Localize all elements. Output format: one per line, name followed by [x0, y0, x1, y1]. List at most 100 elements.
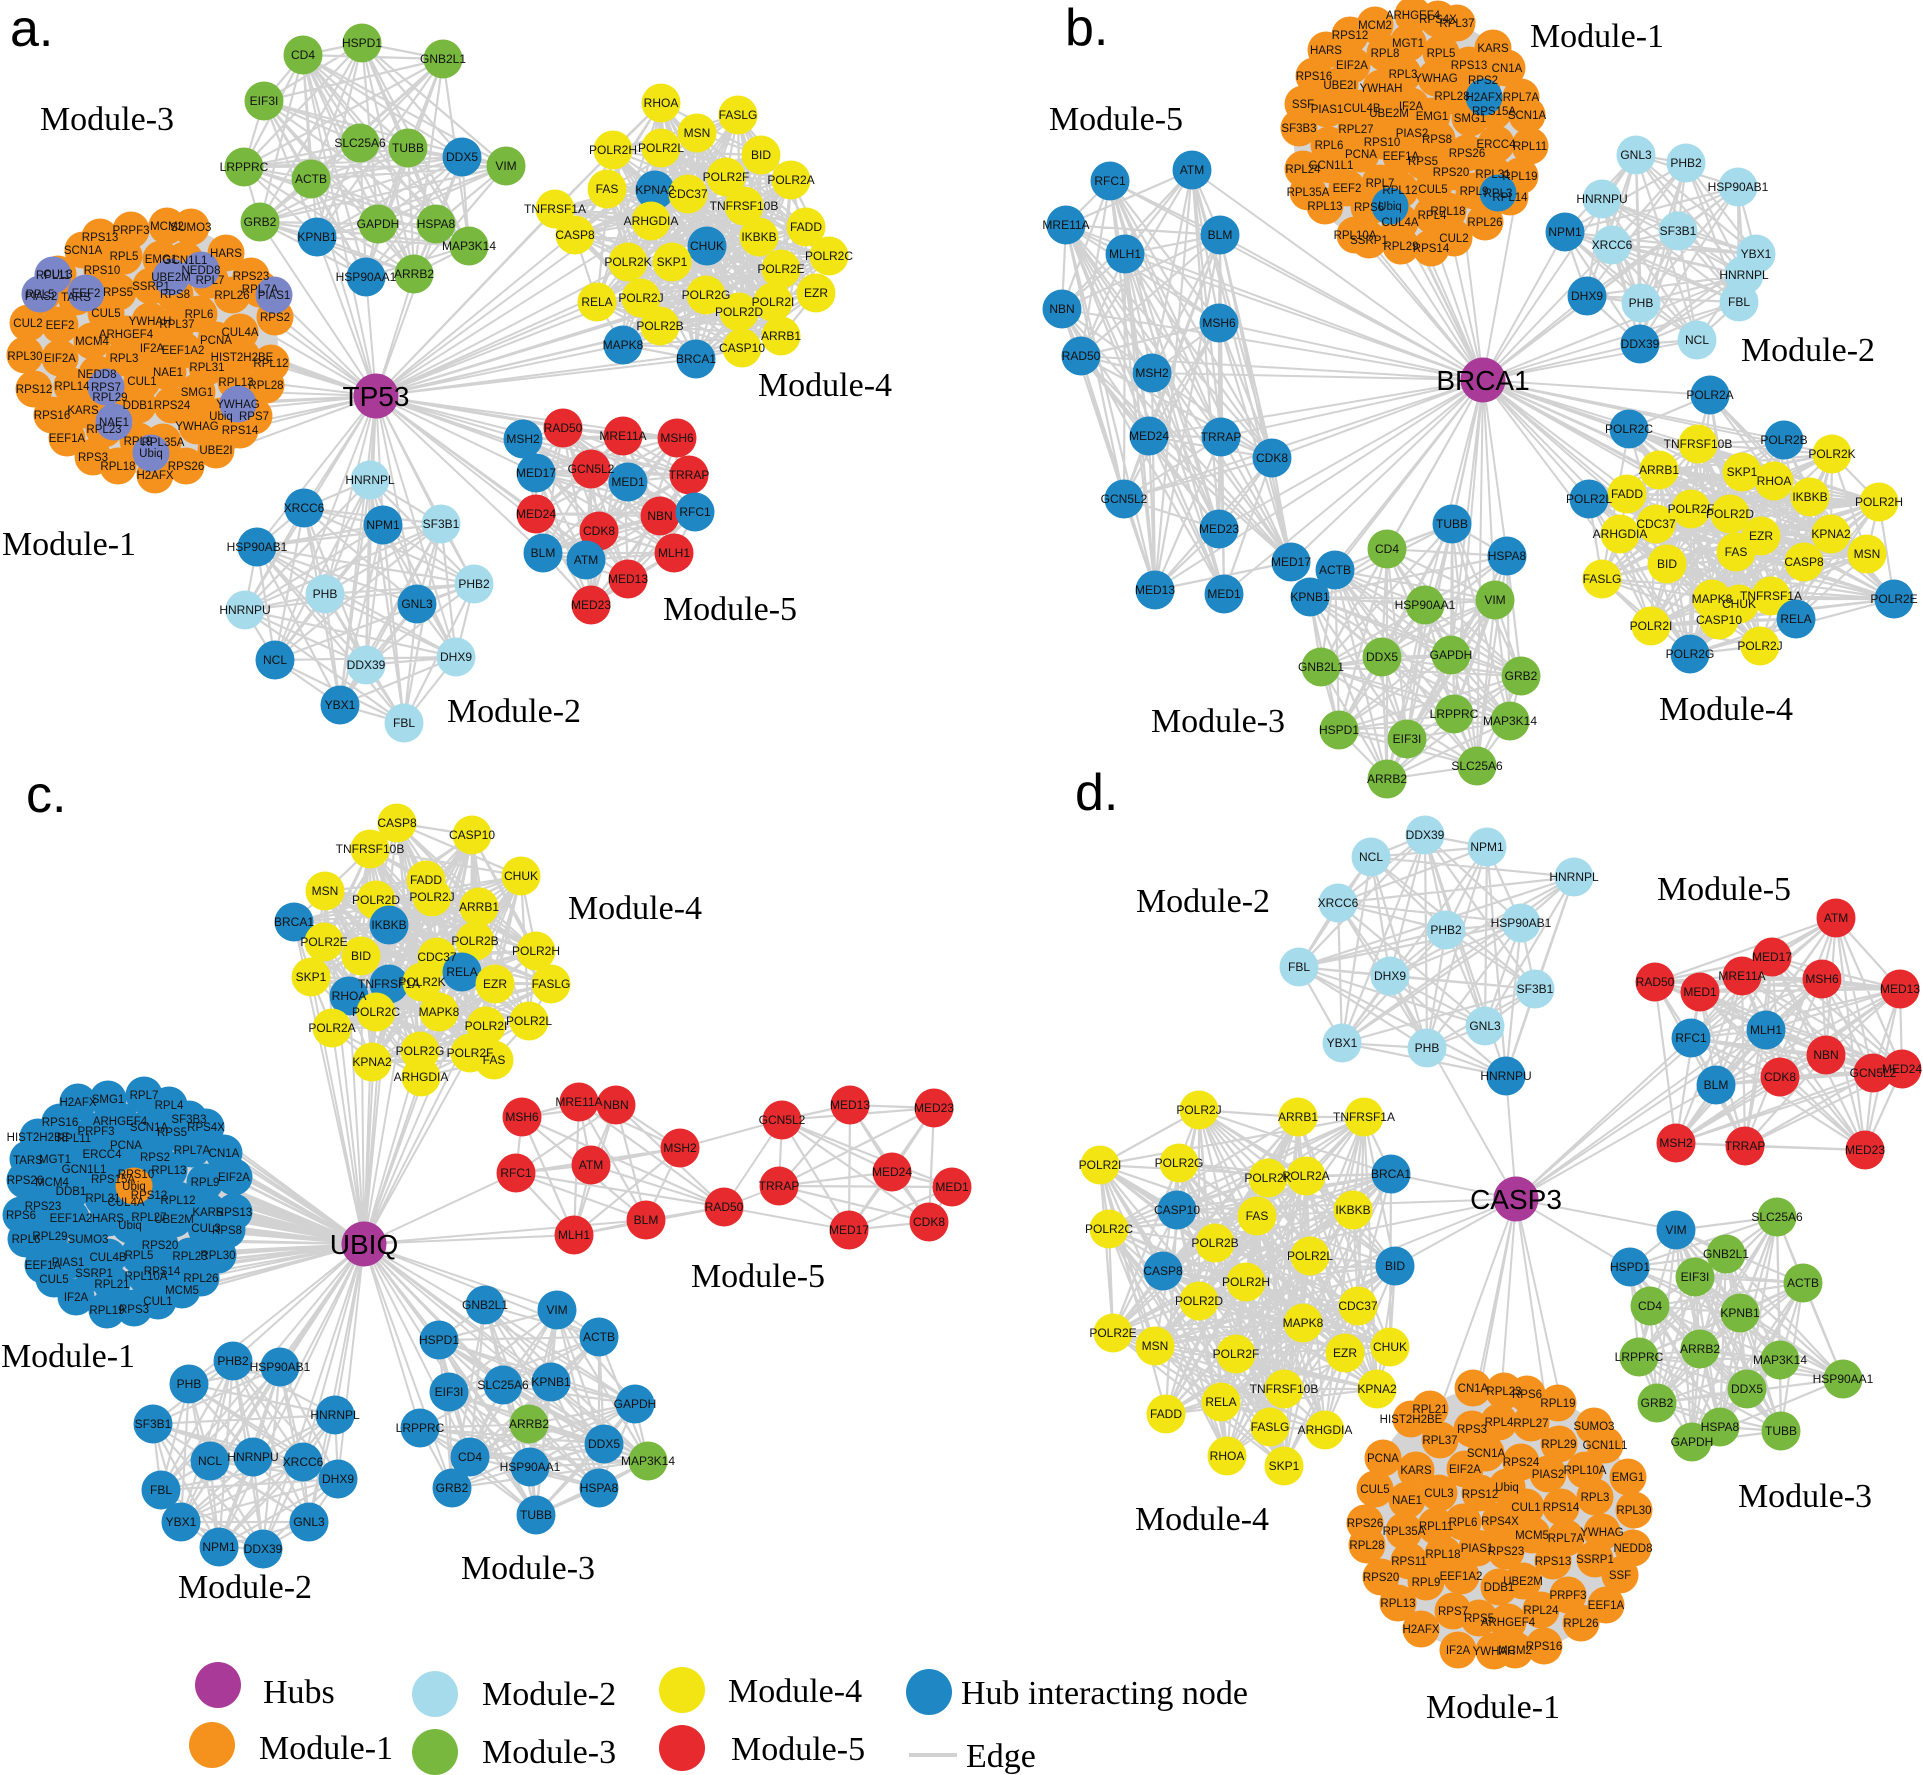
svg-text:VIM: VIM [1665, 1223, 1686, 1237]
svg-text:MCM5: MCM5 [165, 1285, 199, 1297]
svg-text:SCN1A: SCN1A [64, 245, 103, 257]
svg-text:FASLG: FASLG [719, 108, 758, 122]
svg-text:RPL11: RPL11 [1419, 1521, 1453, 1533]
svg-text:CUL3: CUL3 [1424, 1488, 1453, 1500]
svg-text:RPS6: RPS6 [1354, 202, 1384, 214]
svg-text:RPL6: RPL6 [1315, 140, 1344, 152]
svg-text:Module-4: Module-4 [758, 367, 892, 404]
svg-text:ARRB1: ARRB1 [459, 900, 499, 914]
svg-text:HARS: HARS [210, 248, 242, 260]
svg-text:FADD: FADD [1611, 487, 1643, 501]
svg-text:RPS20: RPS20 [142, 1240, 178, 1252]
svg-text:MLH1: MLH1 [558, 1228, 590, 1242]
svg-text:HSP90AB1: HSP90AB1 [1708, 180, 1769, 194]
svg-text:PIAS2: PIAS2 [1532, 1469, 1565, 1481]
svg-text:CN1A: CN1A [1458, 1383, 1489, 1395]
svg-text:SF3B3: SF3B3 [171, 1114, 206, 1126]
svg-text:CUL5: CUL5 [1418, 184, 1447, 196]
svg-text:ARHGEF4: ARHGEF4 [93, 1116, 148, 1128]
svg-text:LRPPRC: LRPPRC [220, 160, 269, 174]
svg-text:HNRNPU: HNRNPU [227, 1450, 278, 1464]
svg-text:RELA: RELA [1205, 1395, 1236, 1409]
svg-text:SSRP1: SSRP1 [75, 1268, 113, 1280]
svg-text:RPL5: RPL5 [26, 289, 55, 301]
svg-text:Module-3: Module-3 [40, 101, 174, 138]
svg-text:ARRB1: ARRB1 [1639, 463, 1679, 477]
svg-text:KPNB1: KPNB1 [1720, 1306, 1760, 1320]
svg-text:EEF2: EEF2 [72, 288, 101, 300]
svg-text:RELA: RELA [581, 295, 612, 309]
svg-text:HSPA8: HSPA8 [1488, 549, 1527, 563]
svg-text:MSH2: MSH2 [663, 1141, 697, 1155]
svg-text:EIF3I: EIF3I [1393, 732, 1422, 746]
svg-text:UBE2I: UBE2I [1323, 80, 1356, 92]
svg-text:DDX5: DDX5 [588, 1437, 620, 1451]
svg-text:H2AFX: H2AFX [1465, 92, 1502, 104]
svg-text:MED17: MED17 [1271, 555, 1311, 569]
svg-text:POLR2B: POLR2B [1760, 433, 1807, 447]
svg-text:MED24: MED24 [1129, 429, 1169, 443]
svg-text:Module-1: Module-1 [259, 1730, 393, 1767]
svg-text:RPL29: RPL29 [1541, 1439, 1576, 1451]
svg-text:POLR2G: POLR2G [682, 288, 731, 302]
svg-text:IF2A: IF2A [140, 343, 165, 355]
svg-text:RPL14: RPL14 [1492, 192, 1528, 204]
svg-text:RPL19: RPL19 [1502, 171, 1537, 183]
svg-text:RPL23: RPL23 [86, 424, 121, 436]
svg-text:EIF3I: EIF3I [1681, 1270, 1710, 1284]
svg-text:FAS: FAS [596, 182, 619, 196]
svg-text:RPS12: RPS12 [131, 1190, 167, 1202]
svg-text:RPS16: RPS16 [34, 410, 70, 422]
svg-text:MED13: MED13 [830, 1098, 870, 1112]
svg-text:UBE2M: UBE2M [154, 1214, 194, 1226]
svg-text:IF2A: IF2A [1399, 101, 1424, 113]
svg-text:ACTB: ACTB [1787, 1276, 1819, 1290]
svg-text:Ubiq: Ubiq [1378, 201, 1402, 213]
svg-text:MRE11A: MRE11A [599, 429, 646, 443]
svg-text:RPL26: RPL26 [1563, 1618, 1598, 1630]
svg-text:RELA: RELA [446, 965, 477, 979]
svg-text:UBE2M: UBE2M [151, 272, 191, 284]
svg-text:RPS15A: RPS15A [91, 1174, 135, 1186]
svg-text:POLR2E: POLR2E [1089, 1326, 1136, 1340]
svg-text:DDX39: DDX39 [347, 658, 386, 672]
svg-text:RPL28: RPL28 [1349, 1540, 1384, 1552]
svg-text:SKP1: SKP1 [1727, 465, 1758, 479]
svg-text:RPL9: RPL9 [191, 1177, 220, 1189]
svg-text:PHB2: PHB2 [1430, 923, 1462, 937]
svg-text:KARS: KARS [67, 405, 99, 417]
svg-text:d.: d. [1075, 764, 1118, 822]
svg-text:EEF2: EEF2 [46, 320, 75, 332]
svg-text:ACTB: ACTB [295, 172, 327, 186]
svg-text:KPNA2: KPNA2 [1357, 1382, 1397, 1396]
svg-text:IKBKB: IKBKB [1335, 1203, 1370, 1217]
svg-text:RPL26: RPL26 [183, 1273, 218, 1285]
svg-text:NPM1: NPM1 [1470, 840, 1504, 854]
svg-text:FADD: FADD [410, 873, 442, 887]
svg-text:CDC37: CDC37 [417, 950, 457, 964]
svg-text:CASP8: CASP8 [1143, 1264, 1183, 1278]
svg-text:RPL7A: RPL7A [174, 1145, 211, 1157]
svg-text:EIF3I: EIF3I [435, 1385, 464, 1399]
svg-text:KPNA2: KPNA2 [1811, 527, 1851, 541]
svg-text:HSP90AA1: HSP90AA1 [500, 1460, 561, 1474]
svg-text:CUL2: CUL2 [13, 318, 42, 330]
svg-text:H2AFX: H2AFX [59, 1097, 96, 1109]
svg-text:TNFRSF10B: TNFRSF10B [1664, 437, 1733, 451]
svg-text:HSPD1: HSPD1 [342, 36, 382, 50]
svg-text:ARHGDIA: ARHGDIA [1593, 527, 1648, 541]
svg-text:BLM: BLM [531, 546, 556, 560]
svg-text:RPL35A: RPL35A [1383, 1526, 1426, 1538]
svg-text:TRRAP: TRRAP [1725, 1139, 1766, 1153]
svg-text:RPS2: RPS2 [260, 312, 290, 324]
svg-text:CN1A: CN1A [1492, 63, 1523, 75]
svg-text:POLR2K: POLR2K [398, 975, 445, 989]
svg-text:ATM: ATM [579, 1158, 603, 1172]
svg-text:CUL1: CUL1 [143, 1296, 172, 1308]
svg-text:UBE2M: UBE2M [1369, 108, 1409, 120]
svg-text:RPL3: RPL3 [1389, 69, 1418, 81]
svg-text:PHB: PHB [177, 1377, 202, 1391]
svg-text:MSH2: MSH2 [1135, 366, 1169, 380]
svg-text:RPS13: RPS13 [1535, 1556, 1571, 1568]
svg-text:RPL18: RPL18 [1430, 206, 1465, 218]
